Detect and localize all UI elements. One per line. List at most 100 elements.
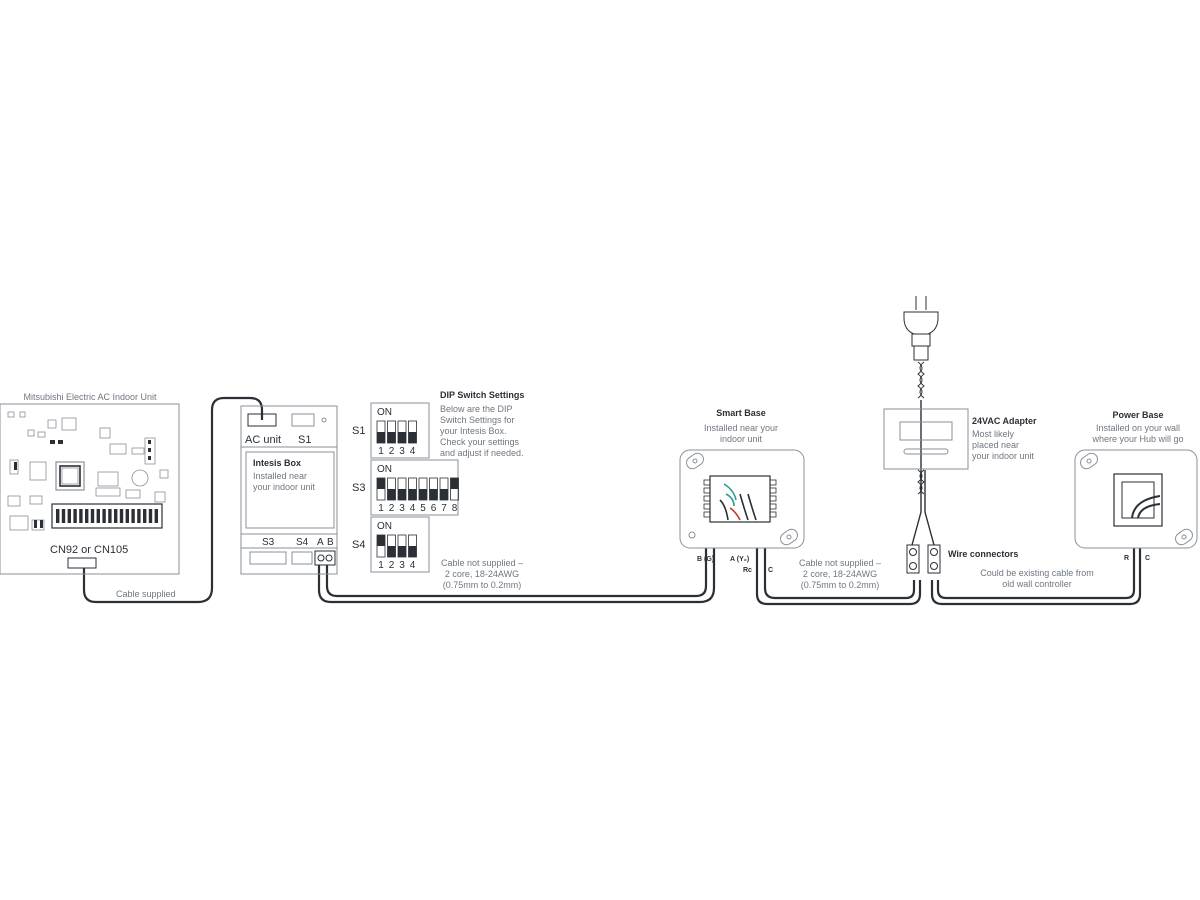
smart-base: Smart Base Installed near your indoor un… [679, 408, 805, 574]
s3-switch-block [249, 551, 287, 565]
cable-note-1-line-2: 2 core, 18-24AWG [445, 569, 519, 579]
pcb-components [7, 411, 169, 531]
dip-switch-number: 4 [410, 560, 416, 571]
header-pin [96, 509, 100, 523]
intesis-box-desc-1: Installed near [253, 471, 307, 481]
adapter-cord-down-2 [924, 470, 935, 546]
adapter-body [883, 408, 969, 470]
adapter-title: 24VAC Adapter [972, 416, 1037, 426]
header-pin [131, 509, 135, 523]
smart-base-title: Smart Base [716, 408, 766, 418]
ac-unit-title: Mitsubishi Electric AC Indoor Unit [23, 392, 157, 402]
dip-on-label: ON [377, 464, 392, 475]
cable-note-2-line-2: 2 core, 18-24AWG [803, 569, 877, 579]
power-base-desc-2: where your Hub will go [1091, 434, 1183, 444]
power-base-internal-wires [1131, 495, 1161, 519]
header-pin [154, 509, 158, 523]
ac-unit-plug [67, 557, 97, 569]
dip-switch-knob [419, 489, 427, 500]
dip-switch-knob [377, 432, 385, 443]
smart-base-desc-2: indoor unit [720, 434, 763, 444]
ac-indoor-unit: Mitsubishi Electric AC Indoor Unit CN92 … [0, 392, 180, 599]
adapter-desc-1: Most likely [972, 429, 1015, 439]
dip-switch-knob [408, 546, 417, 557]
power-base: Power Base Installed on your wall where … [1074, 410, 1198, 562]
dip-switch-knob [387, 546, 396, 557]
dip-switch-knob [450, 478, 459, 489]
cable-note-2-line-3: (0.75mm to 0.2mm) [801, 580, 880, 590]
header-pin [108, 509, 112, 523]
intesis-box-desc-2: your indoor unit [253, 482, 316, 492]
header-pin [148, 509, 153, 523]
dip-bank-label-s3: S3 [352, 482, 365, 494]
ac-unit-board [0, 403, 180, 575]
dip-switch-number: 2 [389, 446, 395, 457]
cable-note-2-line-1: Cable not supplied – [799, 558, 881, 568]
power-base-desc-1: Installed on your wall [1096, 423, 1180, 433]
cables [82, 396, 1142, 606]
power-base-terminal-inner [1121, 481, 1155, 519]
dip-switch-number: 1 [378, 503, 384, 514]
a-port-label: A [317, 537, 324, 548]
adapter-to-powerbase-wire-1 [930, 548, 1142, 606]
dip-desc-4: Check your settings [440, 437, 520, 447]
dip-switch-knob [398, 546, 406, 557]
cable-not-supplied-note-2: Cable not supplied – 2 core, 18-24AWG (0… [799, 558, 881, 590]
dip-switch-knob [408, 432, 417, 443]
pcb-components-dark [14, 440, 151, 528]
smartbase-to-adapter-wire-2 [763, 548, 916, 600]
smart-base-internal-wires [719, 483, 757, 521]
wire-connector-left [906, 544, 920, 574]
connector-label: CN92 or CN105 [50, 544, 128, 556]
terminal-b-screw [325, 554, 333, 562]
dip-bank-s1 [370, 402, 430, 459]
header-pin [119, 509, 124, 523]
dip-switch-number: 5 [420, 503, 426, 514]
dip-switch-knob [398, 489, 406, 500]
smart-base-term-rc: Rc [743, 567, 752, 574]
dip-bank-label-s1: S1 [352, 425, 365, 437]
power-base-terminal-area [1113, 473, 1163, 527]
smart-base-term-b: B (G) [697, 556, 714, 563]
s4-switch-block [291, 551, 313, 565]
smart-base-term-c: C [768, 567, 773, 574]
s1-port-label: S1 [298, 434, 311, 446]
s3-port-label: S3 [262, 537, 275, 548]
dip-switch-number: 8 [452, 503, 458, 514]
intesis-to-smartbase-wire-b [325, 548, 708, 598]
dip-on-label: ON [377, 521, 392, 532]
dip-bank-s4 [370, 516, 430, 573]
power-base-mount-holes [1080, 452, 1193, 546]
cable-supplied-label: Cable supplied [116, 589, 176, 599]
ac-unit-port-label: AC unit [245, 434, 281, 446]
ab-terminal-block [314, 550, 336, 566]
adapter-vent-slot [903, 448, 949, 455]
dip-switch-number: 4 [410, 503, 416, 514]
dip-switch-knob [377, 535, 385, 546]
header-pin [143, 509, 147, 523]
header-pin [85, 509, 89, 523]
intesis-label-panel [245, 451, 335, 529]
dip-switch-knob [377, 478, 385, 489]
power-plug-icon [903, 296, 939, 361]
dip-title: DIP Switch Settings [440, 390, 524, 400]
s1-switch-block [291, 413, 315, 427]
dip-switch-knob [429, 489, 438, 500]
header-pin [125, 509, 129, 523]
dip-switch-number: 3 [399, 560, 405, 571]
dip-on-label: ON [377, 407, 392, 418]
dip-switch-number: 7 [441, 503, 447, 514]
connector-header-pins [56, 509, 158, 523]
dip-bank-label-s4: S4 [352, 539, 365, 551]
header-pin [67, 509, 71, 523]
s4-port-label: S4 [296, 537, 309, 548]
header-pin [56, 509, 60, 523]
adapter-desc-3: your indoor unit [972, 451, 1035, 461]
header-pin [90, 509, 95, 523]
power-base-body [1074, 449, 1198, 549]
dip-switch-number: 1 [378, 446, 384, 457]
header-pin [79, 509, 83, 523]
existing-cable-note: Could be existing cable from old wall co… [980, 568, 1094, 589]
header-pin [114, 509, 118, 523]
